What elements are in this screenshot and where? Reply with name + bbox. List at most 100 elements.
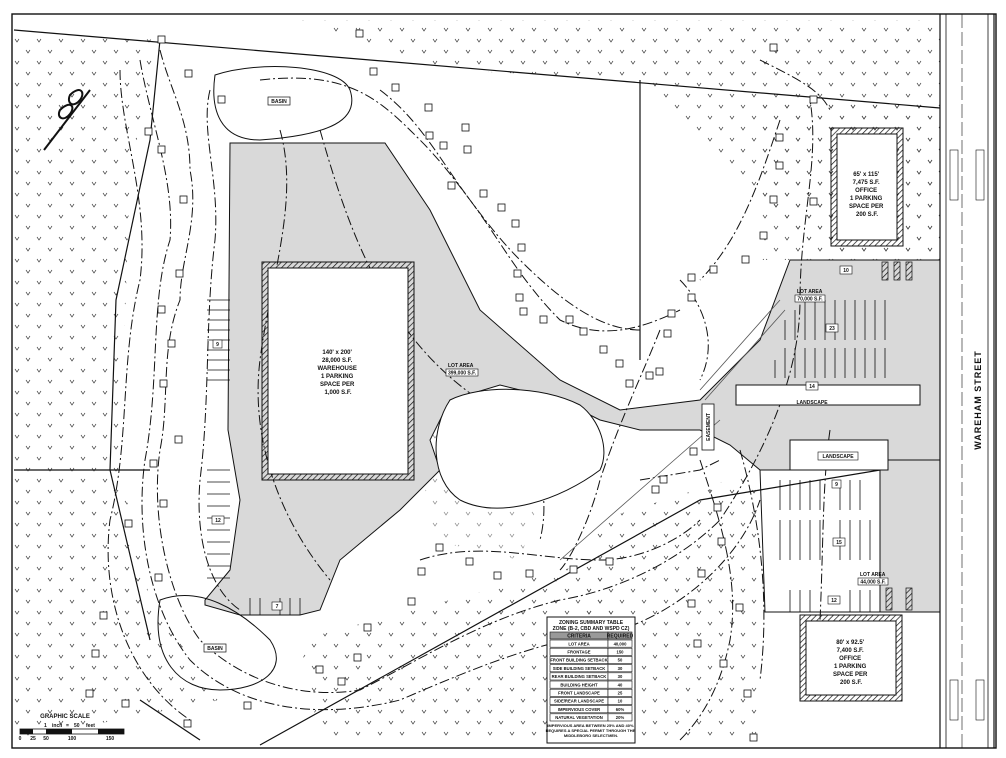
zoning-table-title: ZONING SUMMARY TABLE [559, 620, 624, 626]
warehouse-line-6: 1,000 S.F. [324, 390, 351, 396]
zoning-cell-criteria: NATURAL VEGETATION [555, 715, 603, 720]
lot-area-se: LOT AREA 44,000 S.F. [857, 572, 889, 586]
office-building-north: 65' x 115' 7,475 S.F. OFFICE 1 PARKING S… [830, 127, 904, 247]
landscape-south-label: LANDSCAPE [822, 454, 854, 460]
zoning-note-line-1: IMPERVIOUS AREA BETWEEN 25% AND 40% [547, 723, 634, 728]
wareham-street: WAREHAM STREET [939, 14, 995, 748]
zoning-cell-required: 150 [617, 650, 625, 655]
graphic-scale-units: 1 inch = 50 feet [44, 723, 95, 729]
scale-unit-50: 50 [74, 723, 80, 729]
lot-area-west-value: 399,000 S.F. [448, 371, 477, 377]
zoning-cell-criteria: SIDE BUILDING SETBACK [553, 666, 606, 671]
office-south-label: 80' x 92.5' 7,400 S.F. OFFICE 1 PARKING … [833, 640, 869, 686]
zoning-cell-required: 50 [618, 658, 623, 663]
scale-unit-feet: feet [86, 723, 95, 729]
zoning-cell-criteria: FRONT LANDSCAPE [558, 691, 600, 696]
warehouse-line-4: 1 PARKING [321, 374, 354, 380]
zoning-cell-required-box [607, 705, 633, 714]
office-north-label: 65' x 115' 7,475 S.F. OFFICE 1 PARKING S… [849, 172, 885, 218]
zoning-cell-required-box [607, 656, 633, 664]
south-basin: BASIN [157, 595, 277, 691]
scale-tick-150: 150 [106, 736, 115, 742]
lot-area-west: LOT AREA 399,000 S.F. [445, 363, 479, 377]
landscape-north-label: LANDSCAPE [796, 400, 828, 406]
zoning-cell-required-box [607, 713, 633, 722]
zoning-note-line-3: MIDDLEBORO SELECTMEN. [564, 733, 618, 738]
scale-unit-1: 1 [44, 723, 47, 729]
graphic-scale-title: GRAPHIC SCALE [40, 714, 90, 720]
lot-area-se-label: LOT AREA [860, 572, 886, 578]
parking-count-west-upper: 9 [216, 342, 219, 348]
zoning-table-row: BUILDING HEIGHT 40 [549, 680, 633, 689]
zoning-note-line-2: REQUIRES A SPECIAL PERMIT THROUGH THE [546, 728, 636, 733]
lot-area-west-label: LOT AREA [448, 363, 474, 369]
office-north-line-4: 1 PARKING [850, 196, 883, 202]
property-lines [13, 29, 941, 746]
zoning-cell-required: 40,000 [614, 641, 627, 646]
zoning-cell-criteria: IMPERVIOUS COVER [558, 707, 600, 712]
zoning-table-note: IMPERVIOUS AREA BETWEEN 25% AND 40% REQU… [546, 723, 637, 738]
warehouse-label: 140' x 200' 28,000 S.F. WAREHOUSE 1 PARK… [317, 350, 358, 396]
zoning-cell-criteria: FRONT BUILDING SETBACK [550, 658, 607, 663]
street-label: WAREHAM STREET [973, 350, 983, 450]
warehouse-line-3: WAREHOUSE [317, 366, 356, 372]
parking-count-se-mid: 15 [836, 540, 842, 546]
easement-label: EASEMENT [706, 413, 712, 441]
warehouse-line-2: 28,000 S.F. [322, 358, 353, 364]
office-north-line-5: SPACE PER [849, 204, 884, 210]
lot-area-ne-label: LOT AREA [797, 289, 823, 295]
landscape-island-north: LANDSCAPE [735, 384, 921, 406]
zoning-cell-criteria: FRONTAGE [567, 650, 590, 655]
office-south-line-6: 200 S.F. [840, 680, 862, 686]
zoning-table-row: REAR BUILDING SETBACK 30 [549, 672, 633, 681]
lot-area-se-value: 44,000 S.F. [860, 580, 886, 586]
lot-area-ne-value: 70,000 S.F. [797, 297, 823, 303]
zoning-cell-required: 40 [618, 682, 623, 687]
office-building-south: 80' x 92.5' 7,400 S.F. OFFICE 1 PARKING … [799, 614, 903, 702]
north-arrow-icon [43, 89, 91, 151]
office-south-line-5: SPACE PER [833, 672, 868, 678]
zoning-table-row: FRONT BUILDING SETBACK 50 [549, 656, 633, 664]
warehouse-line-5: SPACE PER [320, 382, 355, 388]
zoning-cell-required: 60% [616, 707, 625, 712]
warehouse-building: 140' x 200' 28,000 S.F. WAREHOUSE 1 PARK… [261, 261, 415, 481]
parking-count-south: 7 [276, 604, 279, 610]
zoning-table-row: LOT AREA 40,000 [549, 639, 633, 648]
scale-tick-25: 25 [30, 736, 36, 742]
parking-count-se-low: 12 [831, 598, 837, 604]
scale-tick-0: 0 [19, 736, 22, 742]
zoning-table-row: FRONTAGE 150 [549, 647, 633, 656]
parking-count-ne-low: 14 [809, 384, 815, 390]
parking-count-se-upper: 9 [835, 482, 838, 488]
tree-markers [85, 29, 818, 742]
parking-count-west-lower: 12 [215, 518, 221, 524]
office-south-line-1: 80' x 92.5' [836, 640, 864, 646]
zoning-cell-criteria: BUILDING HEIGHT [560, 682, 598, 687]
lot-area-ne: LOT AREA 70,000 S.F. [794, 289, 826, 303]
central-island [435, 388, 605, 509]
office-north-line-3: OFFICE [855, 188, 877, 194]
zoning-cell-criteria: REAR BUILDING SETBACK [552, 674, 607, 679]
zoning-cell-required: 30 [618, 674, 623, 679]
easement: EASEMENT [559, 299, 786, 561]
zoning-cell-required-box [607, 672, 633, 681]
zoning-table-row: IMPERVIOUS COVER 60% [549, 705, 633, 714]
scale-unit-inch: inch [52, 723, 62, 729]
graphic-scale: GRAPHIC SCALE 1 inch = 50 feet 0 25 50 1… [19, 714, 125, 742]
office-north-line-1: 65' x 115' [853, 172, 879, 178]
parking-count-ne-top: 10 [843, 268, 849, 274]
zoning-cell-required-box [607, 688, 633, 697]
zoning-cell-required-box [607, 647, 633, 656]
parking-count-tags: 9 12 7 10 23 14 9 15 12 [211, 265, 853, 611]
office-south-line-4: 1 PARKING [834, 664, 867, 670]
scale-tick-50: 50 [43, 736, 49, 742]
handicap-stalls [881, 261, 913, 611]
office-north-line-2: 7,475 S.F. [853, 180, 880, 186]
zoning-cell-criteria: LOT AREA [568, 641, 589, 646]
zoning-table-subtitle: ZONE (B-2, CBD AND WSPD CZ) [553, 626, 630, 632]
basin-south-label: BASIN [207, 646, 223, 652]
scale-tick-100: 100 [68, 736, 77, 742]
